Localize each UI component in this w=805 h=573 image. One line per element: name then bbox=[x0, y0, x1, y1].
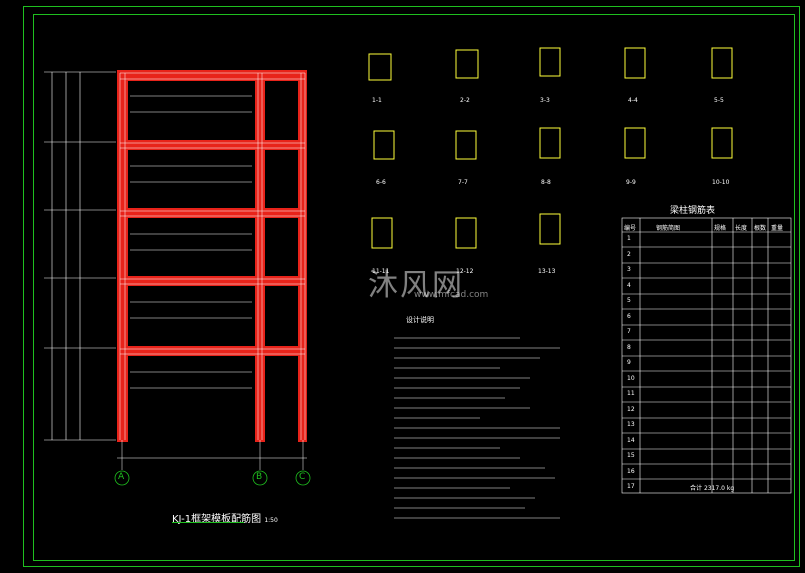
table-header: 长度 bbox=[735, 225, 748, 232]
table-row-number: 15 bbox=[627, 452, 635, 459]
table-row-number: 9 bbox=[627, 359, 631, 366]
table-header: 重量 bbox=[771, 225, 784, 232]
table-row-number: 1 bbox=[627, 235, 631, 242]
watermark-logo-text: 沐风网 bbox=[368, 268, 464, 303]
section-label: 13-13 bbox=[538, 268, 556, 275]
table-row-number: 4 bbox=[627, 281, 631, 289]
section-label: 9-9 bbox=[626, 179, 636, 186]
table-row-number: 13 bbox=[627, 421, 635, 428]
section-label: 3-3 bbox=[540, 97, 550, 104]
inner-drawing-border bbox=[33, 14, 795, 561]
table-header: 根数 bbox=[754, 225, 767, 232]
table-row-number: 5 bbox=[627, 297, 631, 304]
notes-title: 设计说明 bbox=[406, 316, 434, 324]
section-label: 8-8 bbox=[541, 179, 551, 186]
table-header: 钢筋简图 bbox=[656, 225, 681, 232]
section-label: 11-11 bbox=[372, 268, 390, 275]
section-label: 10-10 bbox=[712, 179, 730, 186]
table-row-number: 3 bbox=[627, 266, 631, 273]
table-row-number: 12 bbox=[627, 405, 635, 413]
axis-label-a: A bbox=[118, 472, 125, 482]
table-row-number: 11 bbox=[627, 390, 635, 397]
table-header: 规格 bbox=[714, 225, 727, 232]
table-row-number: 8 bbox=[627, 343, 631, 351]
section-label: 6-6 bbox=[376, 179, 386, 186]
table-row-number: 6 bbox=[627, 312, 631, 320]
section-label: 7-7 bbox=[458, 179, 468, 186]
watermark-url: www.mfcad.com bbox=[414, 290, 489, 300]
table-row-number: 2 bbox=[627, 250, 631, 258]
title-underline bbox=[172, 522, 244, 523]
table-row-number: 16 bbox=[627, 467, 635, 475]
section-label: 4-4 bbox=[628, 97, 638, 104]
table-header: 编号 bbox=[624, 225, 637, 232]
axis-label-b: B bbox=[256, 472, 263, 482]
section-label: 12-12 bbox=[456, 268, 474, 275]
table-row-number: 7 bbox=[627, 328, 631, 335]
section-label: 2-2 bbox=[460, 97, 470, 104]
section-label: 1-1 bbox=[372, 97, 382, 104]
rebar-table-title: 梁柱钢筋表 bbox=[670, 206, 716, 216]
drawing-title: KJ-1框架模板配筋图 1:50 bbox=[172, 514, 278, 525]
outer-drawing-border bbox=[23, 6, 800, 567]
section-label: 5-5 bbox=[714, 97, 724, 104]
table-row-number: 17 bbox=[627, 483, 635, 490]
axis-label-c: C bbox=[299, 472, 306, 482]
table-row-number: 10 bbox=[627, 374, 635, 382]
table-total: 合计 2317.0 kg bbox=[690, 485, 735, 492]
table-row-number: 14 bbox=[627, 436, 635, 444]
